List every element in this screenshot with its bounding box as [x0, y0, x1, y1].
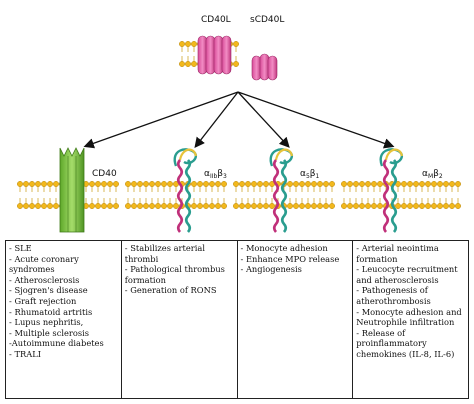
a5-b1-label: α5β1 [300, 169, 320, 180]
list-item: - SLE [9, 243, 32, 253]
arrow-to-cd40 [83, 91, 239, 149]
list-item: - Sjogren's disease [9, 285, 88, 296]
list-item: - TRALI [9, 348, 42, 359]
integrin-am-b2 [379, 148, 404, 233]
cd40-label: CD40 [92, 169, 117, 179]
list-item: - Stabilizes arterial thrombi [124, 243, 205, 264]
signal-arrows [83, 91, 395, 149]
list-item: - Monocyte adhesion and Neutrophile infi… [356, 306, 462, 328]
list-item: - Enhance MPO release [240, 253, 340, 264]
aiib-b3-column: - Stabilizes arterial thrombi- Pathologi… [122, 241, 238, 398]
aiib-b3-label: αIIbβ3 [204, 169, 227, 180]
list-item: - Multiple sclerosis [9, 327, 90, 338]
list-item: -Autoimmune diabetes [9, 338, 104, 349]
integrin-a5-b1 [269, 148, 294, 233]
cd40l-trimer [197, 35, 232, 75]
list-item: - Acute coronary syndromes [9, 253, 79, 275]
disease-association-table: - SLE- Acute coronary syndromes- Atheros… [5, 240, 469, 399]
list-item: - Generation of RONS [124, 285, 217, 296]
list-item: - Monocyte adhesion [240, 243, 328, 253]
cd40-receptor [59, 147, 85, 233]
scd40l-trimer [251, 53, 278, 81]
integrin-aiib-b3 [173, 148, 198, 233]
list-item: - Pathogenesis of atherothrombosis [356, 285, 431, 306]
membrane-3 [341, 181, 461, 209]
cd40-column: - SLE- Acute coronary syndromes- Atheros… [6, 241, 122, 398]
cd40l-label: CD40L [201, 15, 231, 25]
list-item: - Lupus nephritis, [9, 317, 84, 328]
list-item: - Pathological thrombus formation [124, 264, 225, 285]
a5-b1-column: - Monocyte adhesion- Enhance MPO release… [238, 241, 354, 398]
cd40-pathway-diagram: CD40L sCD40L CD40 αIIbβ3 α5β1 αMβ [17, 15, 461, 233]
arrow-to-am-b2 [237, 91, 395, 149]
membrane-1 [125, 181, 227, 209]
list-item: - Atherosclerosis [9, 274, 80, 285]
arrow-to-a5-b1 [237, 91, 290, 148]
am-b2-label: αMβ2 [422, 169, 443, 180]
arrow-to-aiib-b3 [194, 91, 239, 149]
am-b2-column: - Arterial neointima formation- Leucocyt… [353, 241, 468, 398]
list-item: - Graft rejection [9, 295, 77, 306]
list-item: - Angiogenesis [240, 264, 302, 275]
list-item: - Leucocyte recruitment and atherosclero… [356, 264, 458, 285]
list-item: - Rhumatoid artritis [9, 306, 93, 317]
scd40l-label: sCD40L [250, 15, 284, 25]
list-item: - Release of proinflammatory chemokines … [356, 327, 455, 359]
list-item: - Arterial neointima formation [356, 243, 439, 264]
